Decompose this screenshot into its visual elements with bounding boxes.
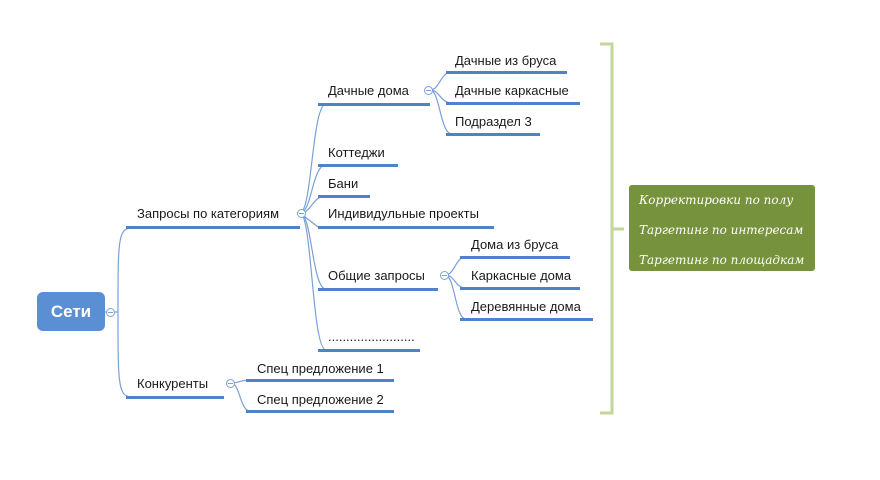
underline-ellipsis bbox=[318, 349, 420, 352]
node-general-child-2[interactable]: Каркасные дома bbox=[471, 268, 572, 283]
underline-individual bbox=[318, 226, 494, 229]
note-item-3: Таргетинг по площадкам bbox=[639, 253, 805, 267]
node-cottages[interactable]: Коттеджи bbox=[328, 145, 385, 160]
node-competitors-child-1[interactable]: Спец предложение 1 bbox=[257, 361, 384, 376]
collapse-icon-general[interactable] bbox=[440, 271, 449, 280]
note-item-2: Таргетинг по интересам bbox=[639, 223, 804, 237]
root-node[interactable]: Сети bbox=[37, 292, 105, 331]
node-categories[interactable]: Запросы по категориям bbox=[137, 206, 280, 221]
node-general-child-3[interactable]: Деревянные дома bbox=[471, 299, 581, 314]
node-dacha-child-1[interactable]: Дачные из бруса bbox=[455, 53, 557, 68]
underline-dacha-child-2 bbox=[446, 102, 580, 105]
root-label: Сети bbox=[50, 301, 92, 321]
node-competitors[interactable]: Конкуренты bbox=[137, 376, 209, 391]
underline-general-child-1 bbox=[460, 256, 570, 259]
node-baths[interactable]: Бани bbox=[328, 176, 359, 191]
underline-general bbox=[318, 288, 438, 291]
underline-dacha-child-3 bbox=[446, 133, 540, 136]
note-box[interactable]: Корректировки по полу Таргетинг по интер… bbox=[629, 185, 815, 271]
node-dacha-child-3[interactable]: Подраздел 3 bbox=[455, 114, 532, 129]
underline-dacha bbox=[318, 103, 430, 106]
bracket bbox=[600, 42, 624, 415]
node-ellipsis[interactable]: ........................ bbox=[328, 329, 415, 344]
collapse-icon-categories[interactable] bbox=[297, 209, 306, 218]
underline-competitors bbox=[126, 396, 224, 399]
node-dacha[interactable]: Дачные дома bbox=[328, 83, 409, 98]
node-general-child-1[interactable]: Дома из бруса bbox=[471, 237, 559, 252]
underline-baths bbox=[318, 195, 370, 198]
node-general[interactable]: Общие запросы bbox=[328, 268, 425, 283]
underline-dacha-child-1 bbox=[446, 71, 567, 74]
node-dacha-child-2[interactable]: Дачные каркасные bbox=[455, 83, 569, 98]
node-competitors-child-2[interactable]: Спец предложение 2 bbox=[257, 392, 384, 407]
underline-categories bbox=[126, 226, 300, 229]
underline-general-child-2 bbox=[460, 287, 580, 290]
collapse-icon-dacha[interactable] bbox=[424, 86, 433, 95]
collapse-icon-root[interactable] bbox=[106, 308, 115, 317]
node-individual[interactable]: Индивидульные проекты bbox=[328, 206, 479, 221]
collapse-icon-competitors[interactable] bbox=[226, 379, 235, 388]
underline-competitors-child-2 bbox=[246, 410, 394, 413]
underline-general-child-3 bbox=[460, 318, 593, 321]
underline-competitors-child-1 bbox=[246, 379, 394, 382]
underline-cottages bbox=[318, 164, 398, 167]
note-item-1: Корректировки по полу bbox=[639, 193, 794, 207]
